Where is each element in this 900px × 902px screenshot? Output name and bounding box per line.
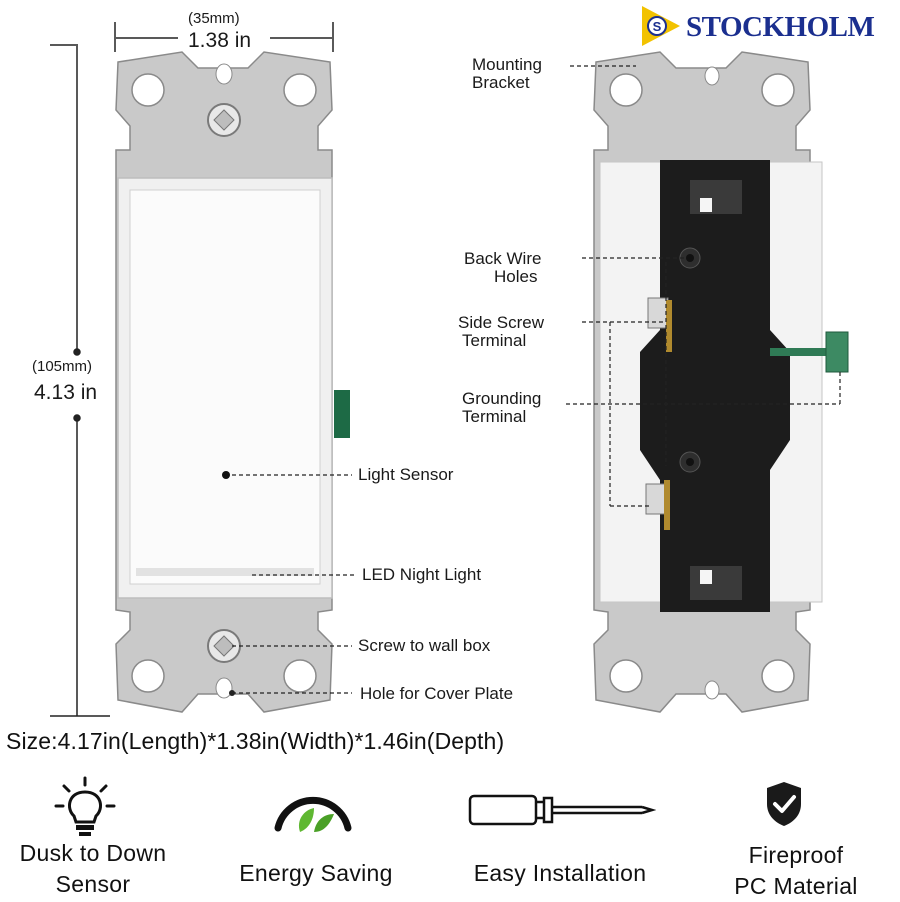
grounding-label-2: Terminal bbox=[462, 407, 527, 426]
back-wire-holes-label-1: Back Wire bbox=[464, 249, 542, 268]
lightbulb-icon bbox=[54, 776, 116, 836]
shield-check-icon bbox=[767, 782, 801, 826]
screwdriver-icon bbox=[468, 794, 656, 826]
feature-fireproof: Fireproof PC Material bbox=[696, 840, 896, 902]
grounding-label-1: Grounding bbox=[462, 389, 542, 408]
brand-logo: S STOCKHOLM bbox=[640, 2, 898, 50]
cover-plate-hole-label: Hole for Cover Plate bbox=[360, 684, 514, 703]
size-spec-text: Size:4.17in(Length)*1.38in(Width)*1.46in… bbox=[6, 728, 505, 754]
width-mm-label: (35mm) bbox=[188, 10, 240, 27]
height-in-label: 4.13 in bbox=[34, 381, 98, 404]
feature-dusk-sensor: Dusk to Down Sensor bbox=[0, 838, 186, 900]
height-mm-label: (105mm) bbox=[32, 358, 93, 375]
feature-easy-installation-line1: Easy Installation bbox=[473, 860, 647, 886]
dimension-lines bbox=[50, 22, 334, 717]
front-switch-illustration bbox=[50, 22, 849, 717]
mounting-bracket-label-1: Mounting bbox=[472, 55, 542, 74]
light-sensor-label: Light Sensor bbox=[358, 465, 454, 484]
brand-name: STOCKHOLM bbox=[686, 11, 875, 44]
width-in-label: 1.38 in bbox=[188, 29, 252, 52]
feature-fireproof-line1: Fireproof bbox=[748, 842, 844, 868]
mounting-bracket-label-2: Bracket bbox=[472, 73, 530, 92]
back-wire-holes-label-2: Holes bbox=[494, 267, 538, 286]
feature-energy-saving: Energy Saving bbox=[212, 858, 420, 889]
back-switch-body bbox=[640, 160, 849, 612]
feature-dusk-sensor-line1: Dusk to Down bbox=[19, 840, 167, 866]
brand-badge-icon: S bbox=[642, 6, 680, 46]
feature-fireproof-line2: PC Material bbox=[734, 873, 858, 899]
feature-easy-installation: Easy Installation bbox=[444, 858, 676, 889]
led-night-light-strip bbox=[136, 568, 314, 576]
side-screw-label-2: Terminal bbox=[462, 331, 527, 350]
back-callout-lines bbox=[566, 65, 841, 507]
feature-dusk-sensor-line2: Sensor bbox=[55, 871, 131, 897]
light-sensor-dot bbox=[222, 471, 230, 479]
front-callout-lines bbox=[232, 474, 356, 694]
side-ground-screw-front bbox=[334, 390, 350, 438]
led-night-light-label: LED Night Light bbox=[362, 565, 482, 584]
brand-name-part2: HOLM bbox=[784, 11, 875, 43]
brand-badge-letter: S bbox=[653, 19, 662, 34]
rocker-paddle bbox=[129, 189, 321, 585]
brand-name-part1: STOCK bbox=[686, 11, 785, 43]
leaf-gauge-icon bbox=[274, 796, 352, 832]
screw-wall-box-label: Screw to wall box bbox=[358, 636, 491, 655]
feature-energy-saving-line1: Energy Saving bbox=[239, 860, 393, 886]
side-screw-label-1: Side Screw bbox=[458, 313, 544, 332]
